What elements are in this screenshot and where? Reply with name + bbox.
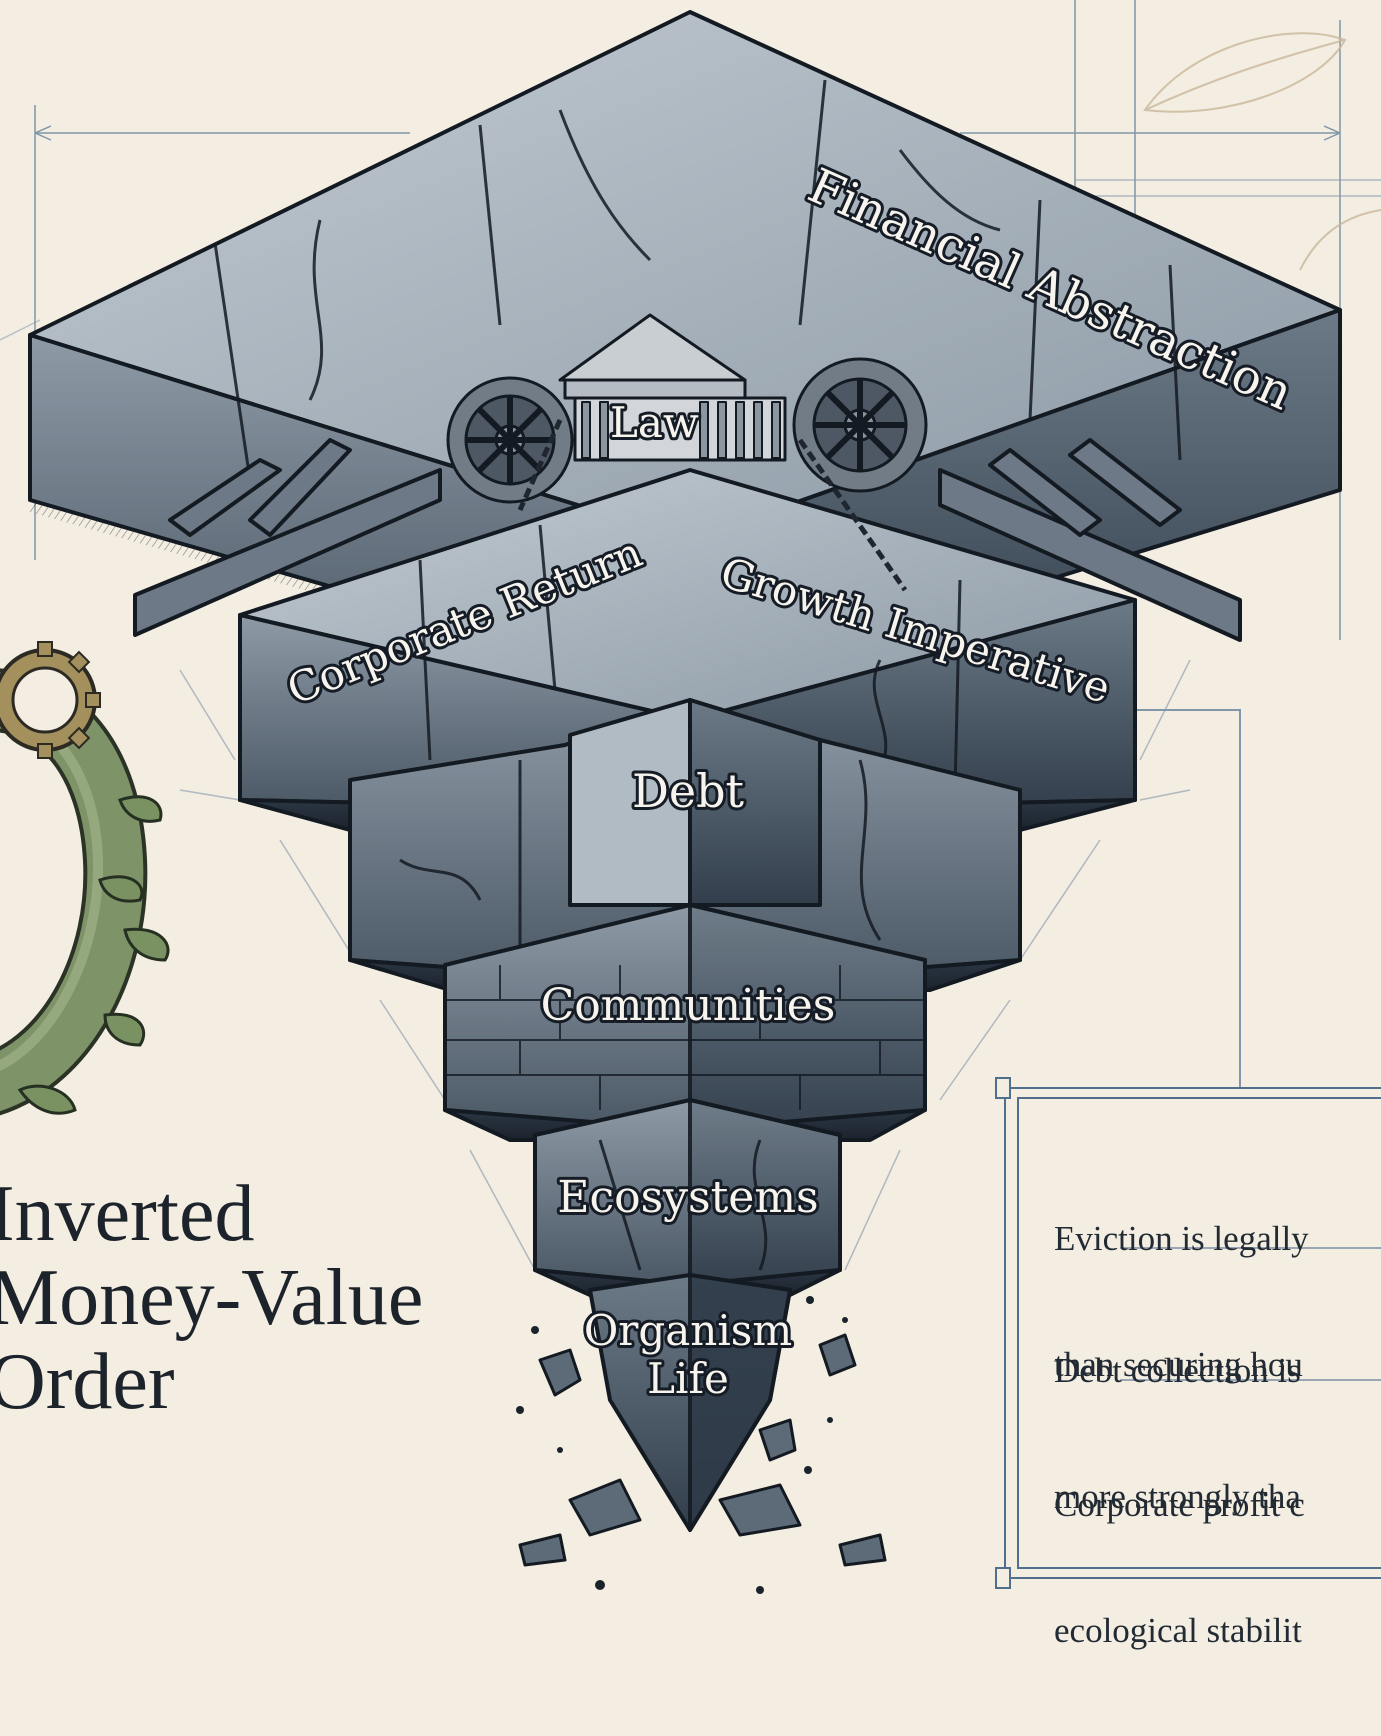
chain-icon [517, 418, 908, 592]
label-organism-life-line2: Life [647, 1354, 729, 1403]
gear-icon [792, 357, 928, 493]
leaf-sketch-icon [1143, 32, 1381, 271]
callout-item-3-line1: Corporate profit c [1054, 1485, 1305, 1524]
rubble [518, 1333, 887, 1567]
inverted-pyramid-diagram: Financial Abstraction Law Corporate Retu… [0, 0, 1381, 1594]
label-law: Law [610, 398, 699, 447]
diagram-title: Inverted Money-Value Order [0, 1172, 423, 1424]
title-line-2: Money-Value [0, 1254, 424, 1342]
tier-organism-life [516, 1273, 887, 1594]
callout-item-2: Debt collection is more strongly tha [1054, 1266, 1381, 1602]
callout-item-3: Corporate profit c ecological stabilit [1054, 1400, 1381, 1736]
gear-icon [0, 641, 101, 759]
label-ecosystems: Ecosystems [557, 1172, 818, 1223]
callout-box: Eviction is legally than securing hou De… [1018, 1110, 1381, 1650]
blueprint-guides [0, 0, 1381, 1271]
title-line-1: Inverted [0, 1170, 255, 1258]
title-line-3: Order [0, 1338, 175, 1426]
label-organism-life-line1: Organism [584, 1306, 792, 1355]
callout-item-2-line1: Debt collection is [1054, 1351, 1301, 1390]
label-debt: Debt [632, 764, 745, 818]
callout-frame [995, 1077, 1381, 1589]
tier-ecosystems [533, 1098, 842, 1297]
leaf-icon [17, 795, 170, 1115]
callout-item-2-line2: more strongly tha [1054, 1477, 1301, 1516]
callout-item-1-line2: than securing hou [1054, 1345, 1303, 1384]
label-communities: Communities [541, 980, 836, 1031]
callout-item-1-line1: Eviction is legally [1054, 1219, 1309, 1258]
temple-icon [558, 313, 787, 462]
callout-item-3-line2: ecological stabilit [1054, 1611, 1302, 1650]
steel-beam [133, 438, 1242, 642]
gear-icon [446, 376, 574, 504]
vine-ring-icon [0, 641, 170, 1115]
tier-debt [348, 698, 1022, 992]
callout-item-1: Eviction is legally than securing hou [1054, 1134, 1381, 1470]
